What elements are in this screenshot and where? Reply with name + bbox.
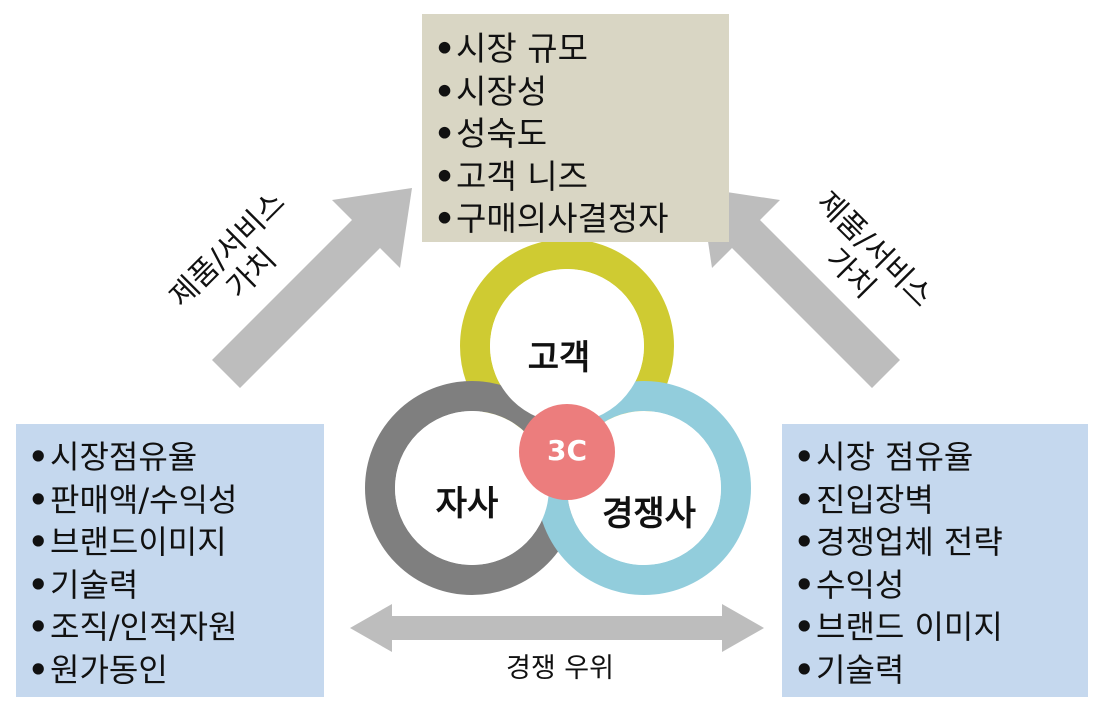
company-ring-inner xyxy=(395,411,549,565)
list-item: •진입장벽 xyxy=(794,480,934,519)
center-circle xyxy=(519,404,615,500)
customer-ring-inner xyxy=(490,269,644,423)
bottom-arrow-label: 경쟁 우위 xyxy=(506,653,614,684)
market-box: •시장 규모 •시장성 •성숙도 •고객 니즈 •구매의사결정자 xyxy=(422,14,729,242)
list-item: •조직/인적자원 xyxy=(28,608,238,646)
list-item: •성숙도 xyxy=(434,114,548,153)
customer-label: 고객 xyxy=(527,338,591,378)
company-label: 자사 xyxy=(435,484,499,524)
competitor-list: •시장 점유율 •진입장벽 •경쟁업체 전략 •수익성 •브랜드 이미지 •기술… xyxy=(794,436,1088,691)
company-box: •시장점유율 •판매액/수익성 •브랜드이미지 •기술력 •조직/인적자원 •원… xyxy=(16,424,324,697)
list-item: •시장성 xyxy=(434,71,548,111)
competitive-advantage-arrow xyxy=(350,604,764,652)
right-value-arrow xyxy=(700,188,900,388)
list-item: •브랜드이미지 xyxy=(28,523,227,561)
list-item: •시장 규모 xyxy=(434,29,588,68)
list-item: •판매액/수익성 xyxy=(28,480,238,519)
center-label: 3C xyxy=(546,434,588,467)
list-item: •원가동인 xyxy=(28,650,168,689)
market-list: •시장 규모 •시장성 •성숙도 •고객 니즈 •구매의사결정자 xyxy=(434,28,729,241)
list-item: •기술력 xyxy=(28,565,139,604)
list-item: •경쟁업체 전략 xyxy=(794,523,1003,561)
list-item: •수익성 xyxy=(794,565,905,604)
list-item: •기술력 xyxy=(794,650,905,689)
left-value-arrow xyxy=(212,188,412,388)
list-item: •시장 점유율 xyxy=(794,438,974,476)
company-list: •시장점유율 •판매액/수익성 •브랜드이미지 •기술력 •조직/인적자원 •원… xyxy=(28,436,324,691)
list-item: •구매의사결정자 xyxy=(434,199,669,238)
list-item: •고객 니즈 xyxy=(434,156,588,196)
list-item: •시장점유율 xyxy=(28,438,198,476)
list-item: •브랜드 이미지 xyxy=(794,608,1003,646)
competitor-box: •시장 점유율 •진입장벽 •경쟁업체 전략 •수익성 •브랜드 이미지 •기술… xyxy=(782,424,1088,697)
competitor-label: 경쟁사 xyxy=(602,494,696,534)
